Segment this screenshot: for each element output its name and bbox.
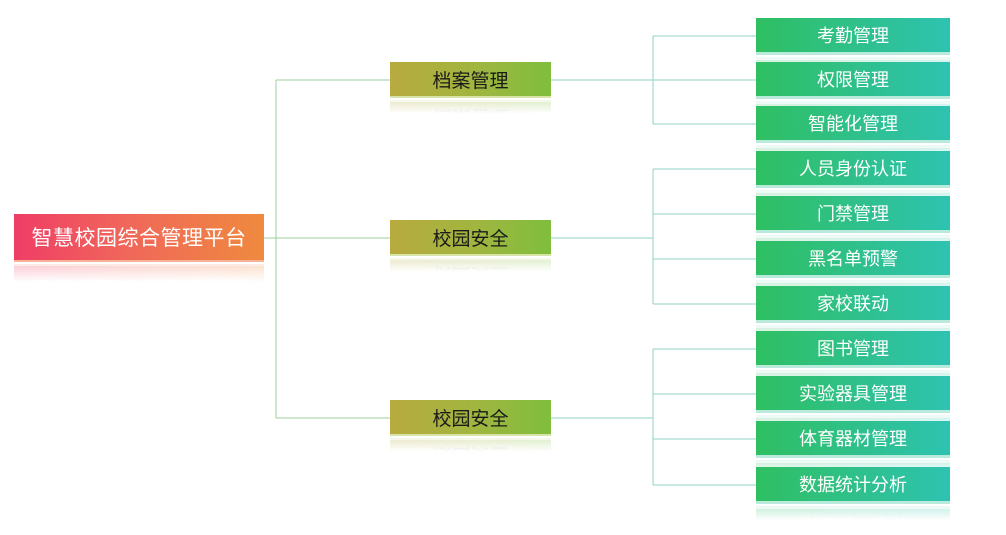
connector-branch-1-trunk <box>551 36 654 124</box>
leaf-node-lab-equipment: 实验器具管理 <box>756 376 950 413</box>
connector-branch-3-trunk <box>551 349 654 485</box>
root-node: 智慧校园综合管理平台 <box>14 214 264 262</box>
leaf-node-sports-equipment: 体育器材管理 <box>756 421 950 458</box>
leaf-node-identity: 人员身份认证 <box>756 151 950 188</box>
leaf-node-access-control: 门禁管理 <box>756 196 950 233</box>
leaf-node-attendance: 考勤管理 <box>756 18 950 55</box>
branch-node-archive: 档案管理 <box>390 62 551 98</box>
leaf-node-intelligent: 智能化管理 <box>756 106 950 143</box>
leaf-node-library: 图书管理 <box>756 331 950 368</box>
leaf-node-data-statistics: 数据统计分析 <box>756 467 950 504</box>
leaf-node-blacklist: 黑名单预警 <box>756 241 950 278</box>
connector-branch-2-trunk <box>551 169 654 304</box>
leaf-node-home-school: 家校联动 <box>756 286 950 323</box>
branch-node-campus-security: 校园安全 <box>390 220 551 256</box>
branch-node-campus-security-2: 校园安全 <box>390 400 551 436</box>
leaf-node-permissions: 权限管理 <box>756 62 950 99</box>
connector-root-trunk <box>264 80 277 418</box>
